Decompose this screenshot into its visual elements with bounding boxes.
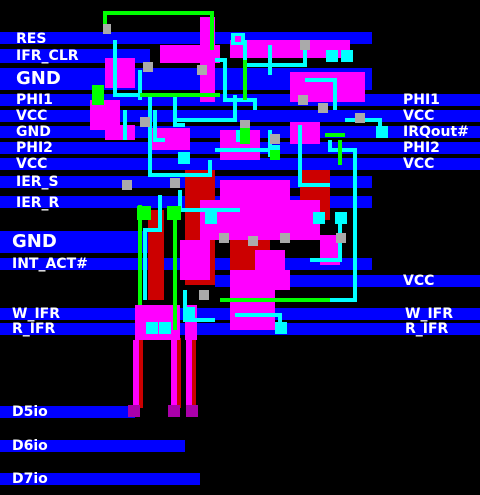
- label-w-ifr-right: W_IFR: [405, 306, 453, 322]
- label-vcc2-left: VCC: [16, 156, 48, 172]
- label-ier-r: IER_R: [16, 195, 60, 211]
- label-r-ifr-left: R_IFR: [12, 321, 56, 337]
- contacts: [92, 24, 388, 417]
- label-phi2-right: PHI2: [403, 140, 440, 156]
- label-w-ifr-left: W_IFR: [12, 306, 60, 322]
- label-ifr-clr: IFR_CLR: [16, 48, 79, 64]
- label-res: RES: [16, 31, 47, 47]
- label-phi1-right: PHI1: [403, 92, 440, 108]
- label-vcc2-right: VCC: [403, 156, 435, 172]
- via-links: [103, 11, 345, 330]
- label-gnd-top: GND: [16, 68, 61, 89]
- label-d5io: D5io: [12, 404, 48, 420]
- label-vcc1-right: VCC: [403, 108, 435, 124]
- label-phi1-left: PHI1: [16, 92, 53, 108]
- label-r-ifr-right: R_IFR: [405, 321, 449, 337]
- poly-regions: [90, 17, 365, 415]
- label-int-act: INT_ACT#: [12, 256, 88, 272]
- label-d6io: D6io: [12, 438, 48, 454]
- label-gnd-big: GND: [12, 231, 57, 252]
- label-vcc1-left: VCC: [16, 108, 48, 124]
- label-irqout: IRQout#: [403, 124, 469, 140]
- label-vcc3-right: VCC: [403, 273, 435, 289]
- label-d7io: D7io: [12, 471, 48, 487]
- label-gnd-small: GND: [16, 124, 51, 140]
- label-ier-s: IER_S: [16, 174, 59, 190]
- label-phi2-left: PHI2: [16, 140, 53, 156]
